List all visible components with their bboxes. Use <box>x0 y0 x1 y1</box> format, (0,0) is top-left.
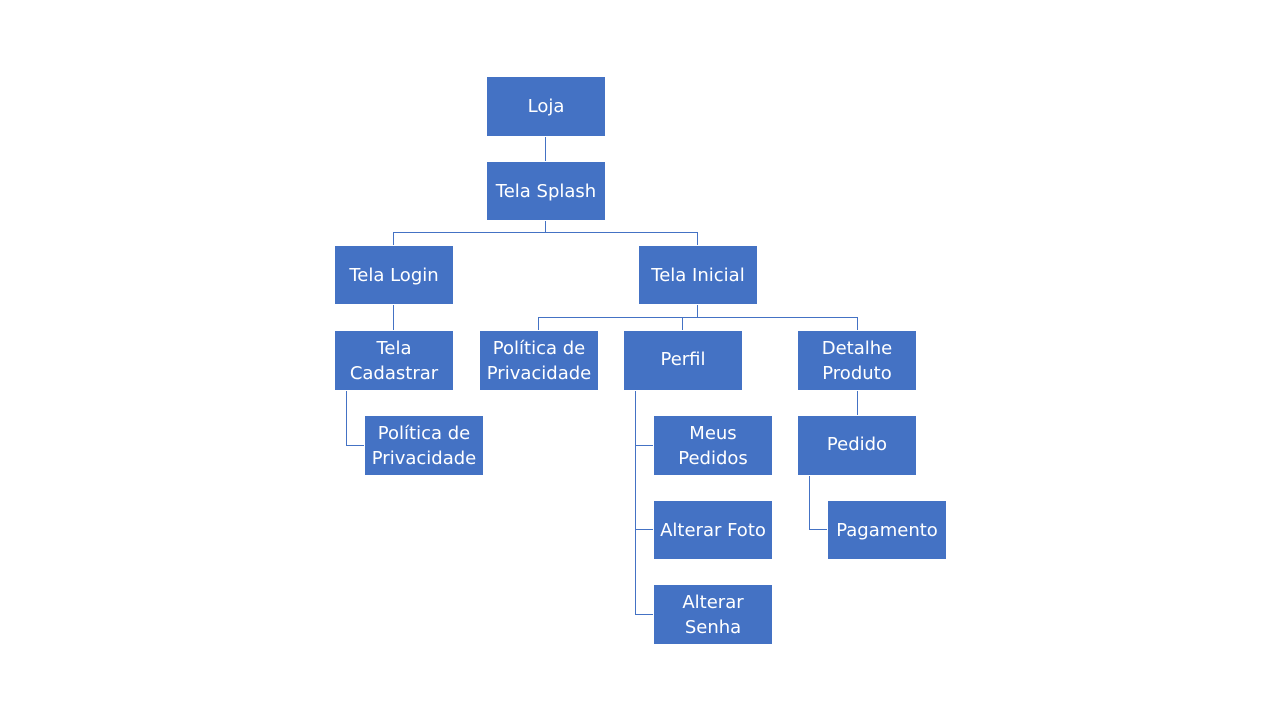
connector-bus-inicial <box>697 232 698 246</box>
node-pedido: Pedido <box>797 415 917 476</box>
connector-bus-perfil <box>682 317 683 331</box>
node-politica-privacidade-inicial: Política de Privacidade <box>479 330 599 391</box>
connector-inicial-stem <box>697 304 698 317</box>
connector-bus-politica <box>538 317 539 331</box>
connector-splash-bus <box>393 232 698 233</box>
connector-bus-detalhe <box>857 317 858 331</box>
connector-perfil-vertical <box>635 390 636 615</box>
connector-perfil-alterar-senha <box>635 614 655 615</box>
connector-loja-splash <box>545 136 546 162</box>
connector-detalhe-pedido <box>857 390 858 416</box>
connector-bus-login <box>393 232 394 246</box>
node-loja: Loja <box>486 76 606 137</box>
connector-cadastrar-politica-vertical <box>346 390 347 446</box>
node-tela-inicial: Tela Inicial <box>638 245 758 305</box>
node-tela-splash: Tela Splash <box>486 161 606 221</box>
node-politica-privacidade-login: Política de Privacidade <box>364 415 484 476</box>
connector-login-cadastrar <box>393 304 394 331</box>
connector-inicial-bus <box>538 317 858 318</box>
connector-pedido-pagamento-vertical <box>809 475 810 530</box>
node-alterar-foto: Alterar Foto <box>653 500 773 560</box>
connector-pedido-pagamento-horizontal <box>809 529 829 530</box>
connector-perfil-meus-pedidos <box>635 445 655 446</box>
node-tela-cadastrar: Tela Cadastrar <box>334 330 454 391</box>
node-meus-pedidos: Meus Pedidos <box>653 415 773 476</box>
connector-splash-stem <box>545 220 546 232</box>
node-alterar-senha: Alterar Senha <box>653 584 773 645</box>
connector-cadastrar-politica-horizontal <box>346 445 366 446</box>
node-pagamento: Pagamento <box>827 500 947 560</box>
connector-perfil-alterar-foto <box>635 529 655 530</box>
node-tela-login: Tela Login <box>334 245 454 305</box>
node-perfil: Perfil <box>623 330 743 391</box>
node-detalhe-produto: Detalhe Produto <box>797 330 917 391</box>
